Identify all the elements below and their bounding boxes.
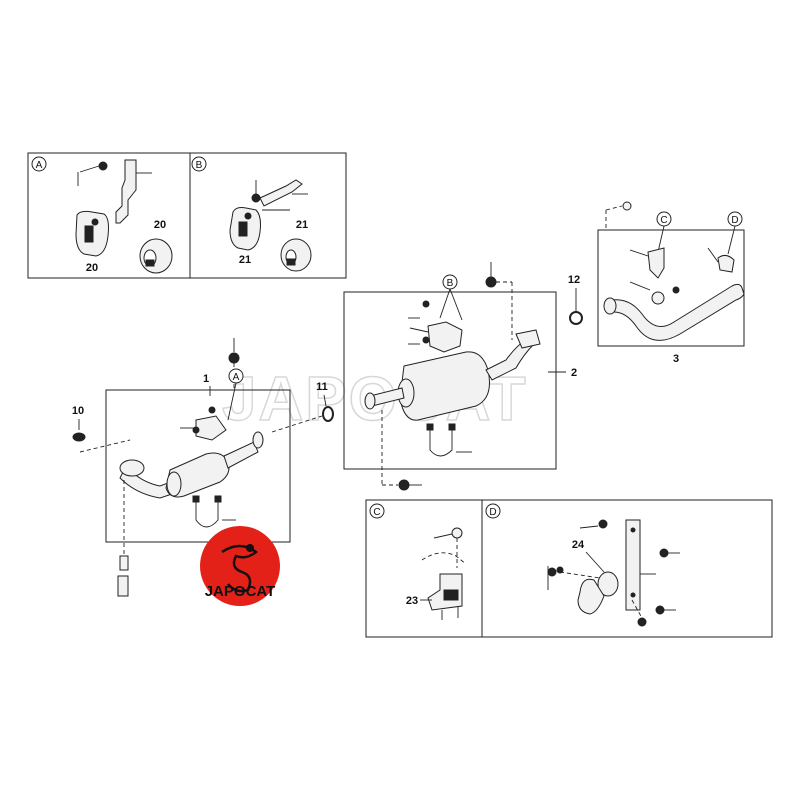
callout-b-main: B	[447, 278, 454, 289]
bolt-icon	[398, 479, 410, 491]
bolt-icon	[547, 567, 557, 577]
bolt-icon	[251, 193, 261, 203]
part-24-label: 24	[572, 539, 585, 551]
bolt-icon	[485, 276, 497, 288]
detail-d-letter: D	[489, 507, 496, 518]
muffler-bracket	[427, 321, 463, 353]
front-pipe-flange	[119, 459, 145, 477]
part-21-label-a: 21	[239, 254, 251, 266]
detail-c-letter: C	[373, 507, 380, 518]
detail-b-letter: B	[196, 160, 203, 171]
hanger-bracket-b	[259, 179, 303, 207]
part-11-gasket: 11	[271, 381, 334, 433]
part-23-label: 23	[406, 595, 418, 607]
detail-view-b: B 21 21	[191, 156, 312, 272]
part-20-label-a: 20	[86, 262, 98, 274]
detail-view-cd-frame	[365, 499, 773, 638]
callout-c-pipe: C	[660, 215, 667, 226]
hanger-plate	[625, 519, 641, 611]
muffler-group: B 2	[343, 262, 577, 491]
bolt-icon	[98, 161, 108, 171]
nut-icon	[637, 617, 647, 627]
logo-red-circle	[200, 526, 280, 606]
u-bolt-clamp	[195, 500, 219, 528]
nut-icon	[451, 527, 463, 539]
pipe-hanger-c	[647, 247, 665, 279]
nut-icon	[622, 201, 632, 211]
part-21-label-b: 21	[296, 219, 308, 231]
detail-view-d: D 24	[485, 503, 680, 627]
u-bolt-clamp	[429, 428, 453, 457]
part-10-label: 10	[72, 405, 84, 417]
detail-view-c: C 23	[369, 503, 467, 620]
part-10-gasket: 10	[72, 405, 86, 442]
nut-icon	[598, 519, 608, 529]
part-1-label: 1	[203, 373, 209, 385]
bolt-icon	[228, 352, 240, 364]
catalytic-converter-group: 1 A	[79, 338, 291, 597]
part-12-gasket: 12	[568, 274, 583, 325]
detail-a-letter: A	[36, 160, 43, 171]
hanger-bracket-a	[115, 159, 137, 224]
bolt-icon	[117, 575, 129, 597]
callout-d-pipe: D	[731, 215, 738, 226]
detail-view-ab-frame	[27, 152, 347, 279]
nut-icon	[655, 605, 665, 615]
part-3-label: 3	[673, 353, 679, 365]
pipe-flange	[603, 297, 617, 315]
pipe-hanger-d	[717, 254, 735, 273]
part-11-label: 11	[316, 381, 328, 393]
tail-pipe	[611, 283, 745, 341]
tail-pipe-group: C D 3	[597, 201, 745, 365]
logo-text: JAPOCAT	[205, 583, 276, 600]
detail-view-a: A 20 20	[31, 156, 173, 274]
bolt-icon	[659, 548, 669, 558]
callout-a-main: A	[233, 372, 240, 383]
muffler-body	[399, 351, 490, 421]
stud-icon	[119, 555, 129, 571]
part-12-label: 12	[568, 274, 580, 286]
japocat-logo: JAPOCAT	[200, 526, 280, 606]
rubber-isolator-24	[597, 571, 619, 597]
part-20-label-b: 20	[154, 219, 166, 231]
part-2-label: 2	[571, 367, 577, 379]
